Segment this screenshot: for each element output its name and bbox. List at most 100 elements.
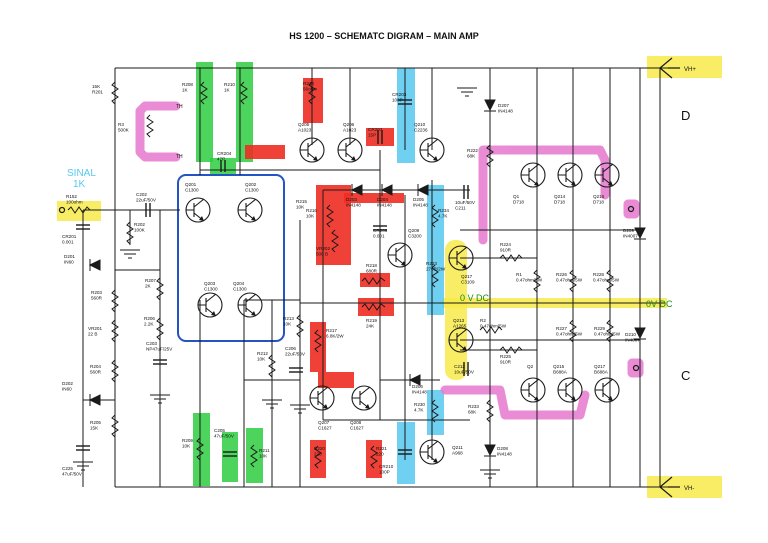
side-label-top: D <box>681 108 690 123</box>
component-value: C1300 <box>245 188 259 193</box>
component-ref: R207 <box>145 278 156 283</box>
resistor-r209 <box>196 437 204 461</box>
component-ref: R212 <box>257 351 268 356</box>
highlight-output-top <box>478 145 610 245</box>
terminal-vh-plus <box>659 57 680 79</box>
transistor-q217 <box>448 245 474 271</box>
side-label-bottom: C <box>681 368 690 383</box>
ground-symbol <box>73 461 93 471</box>
component-ref: R210 <box>224 82 235 87</box>
red-highlights <box>245 78 404 478</box>
resistor-r213 <box>296 314 304 338</box>
component-value: IN4148 <box>413 203 428 208</box>
component-ref: CR204 <box>217 151 232 156</box>
component-value: 0.001 <box>62 240 74 245</box>
component-value: IN4007 <box>625 338 640 343</box>
diagram-title: HS 1200 – SCHEMATC DIGRAM – MAIN AMP <box>289 31 479 41</box>
component-value: 100K <box>134 228 146 233</box>
component-label-q2: Q2 <box>527 364 534 369</box>
capacitor-c205 <box>223 451 237 457</box>
resistor-r212 <box>268 354 276 378</box>
component-value: IN4148 <box>497 452 512 457</box>
component-value: 4.7K <box>438 214 448 219</box>
component-value: 100P <box>379 470 390 475</box>
transistor-q210 <box>419 137 445 163</box>
component-ref: D210 <box>625 332 636 337</box>
transistor-q208 <box>351 385 377 411</box>
component-value: 220 <box>376 452 384 457</box>
component-ref: D207 <box>498 103 509 108</box>
capacitors <box>76 99 469 457</box>
highlight-q217 <box>445 240 467 380</box>
component-value: C211 <box>455 206 466 211</box>
highlight-diff-pair-box <box>177 174 285 342</box>
transistor-q202 <box>237 197 263 223</box>
transistor-q2 <box>520 377 546 403</box>
resistor-r220 <box>314 445 322 469</box>
component-ref: R152 <box>66 194 77 199</box>
component-ref: CR210 <box>379 464 394 469</box>
highlight-r208 <box>196 62 213 162</box>
component-ref: R206 <box>144 316 155 321</box>
highlight-cr203 <box>397 68 415 163</box>
capacitor-c206 <box>289 367 303 373</box>
r152-input <box>67 206 91 214</box>
ground-symbol <box>262 399 282 409</box>
component-label-r2: R20.47ohm/5W <box>480 318 507 329</box>
highlight-cr207 <box>366 128 394 146</box>
component-value: 2.2K <box>144 322 154 327</box>
component-ref: Q213 <box>453 318 465 323</box>
component-ref: R219 <box>366 318 377 323</box>
component-ref: Q214 <box>554 194 566 199</box>
resistor-r233 <box>486 399 494 423</box>
component-ref: CR207 <box>368 127 383 132</box>
component-value: 68K <box>468 410 477 415</box>
grounds <box>73 87 500 479</box>
component-ref: Q217 <box>594 364 606 369</box>
resistor-r1 <box>533 269 541 293</box>
resistor-r2 <box>479 326 503 334</box>
component-ref: C203 <box>146 341 157 346</box>
component-ref: Q2 <box>527 364 534 369</box>
capacitor-c211 <box>463 185 469 199</box>
resistor-r222 <box>486 144 494 168</box>
component-ref: D202 <box>62 381 73 386</box>
component-value: C1627 <box>318 426 332 431</box>
input-label-line1: SINAL <box>67 168 96 179</box>
wires <box>82 67 680 488</box>
resistor-r214 <box>308 81 316 105</box>
resistor-r221 <box>370 445 378 469</box>
capacitor-cr210 <box>398 449 412 455</box>
component-ref: R205 <box>90 420 101 425</box>
transistor-q217b <box>594 377 620 403</box>
component-ref: R1 <box>516 272 522 277</box>
component-ref: Q208 <box>350 420 362 425</box>
component-value: IN60 <box>62 387 72 392</box>
diode-d203 <box>350 184 363 196</box>
component-value: D718 <box>554 200 565 205</box>
transistor-q213 <box>448 327 474 353</box>
component-value: 2K <box>145 284 152 289</box>
component-value: A1265 <box>453 324 467 329</box>
diode-d207 <box>484 99 496 112</box>
